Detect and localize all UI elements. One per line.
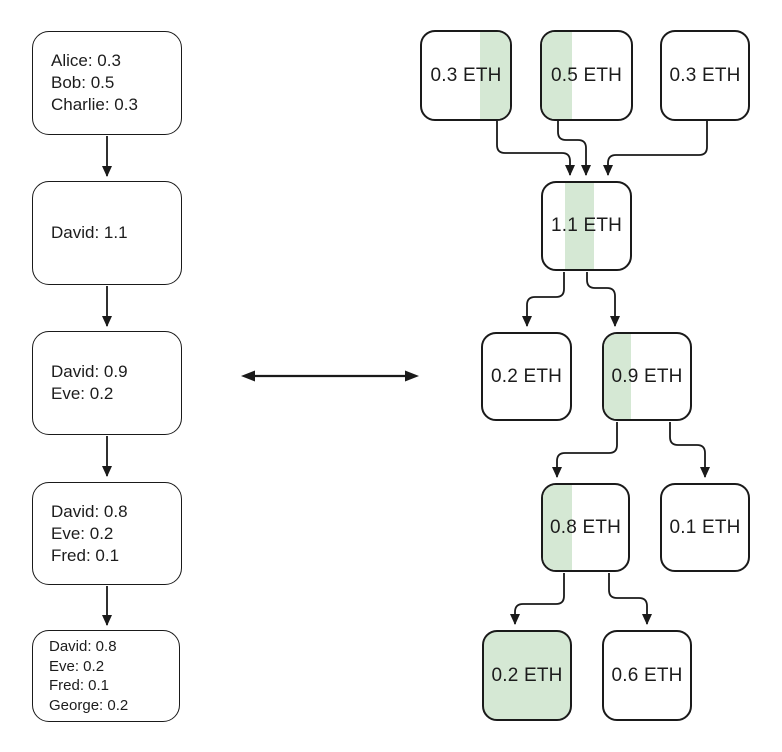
utxo-amount-label: 0.6 ETH bbox=[611, 664, 683, 686]
utxo-box-7: 0.1 ETH bbox=[660, 483, 750, 572]
utxo-box-1: 0.5 ETH bbox=[540, 30, 633, 121]
arrow-11-to-09 bbox=[586, 272, 620, 327]
utxo-amount-label: 0.2 ETH bbox=[491, 664, 563, 686]
arrow-09-to-08 bbox=[552, 422, 618, 478]
account-state-box-3: David: 0.8 Eve: 0.2 Fred: 0.1 bbox=[32, 482, 182, 585]
arrow-utxo03a-to-11 bbox=[496, 121, 575, 176]
equivalence-arrow-right-head bbox=[405, 370, 419, 382]
arrow-08-to-06 bbox=[608, 573, 652, 625]
utxo-box-3: 1.1 ETH bbox=[541, 181, 632, 271]
utxo-box-5: 0.9 ETH bbox=[602, 332, 692, 421]
account-state-box-1: David: 1.1 bbox=[32, 181, 182, 285]
green-highlight-stripe bbox=[542, 32, 572, 119]
utxo-amount-label: 0.5 ETH bbox=[550, 64, 623, 86]
equivalence-arrow-left-head bbox=[241, 370, 255, 382]
arrow-09-to-01 bbox=[669, 422, 710, 478]
green-highlight-stripe bbox=[565, 183, 594, 269]
utxo-amount-label: 0.3 ETH bbox=[430, 64, 502, 86]
green-highlight-stripe bbox=[480, 32, 510, 119]
account-state-text: David: 0.9 Eve: 0.2 bbox=[51, 362, 128, 403]
account-state-box-0: Alice: 0.3 Bob: 0.5 Charlie: 0.3 bbox=[32, 31, 182, 135]
utxo-box-8: 0.2 ETH bbox=[482, 630, 572, 721]
arrow-utxo03b-to-11 bbox=[603, 121, 708, 176]
utxo-box-0: 0.3 ETH bbox=[420, 30, 512, 121]
arrow-11-to-02 bbox=[522, 272, 565, 327]
utxo-amount-label: 0.1 ETH bbox=[669, 516, 741, 538]
green-highlight-stripe bbox=[543, 485, 572, 570]
utxo-amount-label: 0.8 ETH bbox=[549, 516, 622, 538]
utxo-amount-label: 0.3 ETH bbox=[669, 64, 741, 86]
utxo-amount-label: 0.2 ETH bbox=[490, 365, 563, 387]
arrow-08-to-02 bbox=[510, 573, 565, 625]
utxo-amount-label: 0.9 ETH bbox=[611, 365, 683, 387]
account-state-text: Alice: 0.3 Bob: 0.5 Charlie: 0.3 bbox=[51, 51, 138, 114]
arrow-utxo05-to-11 bbox=[557, 121, 591, 176]
account-state-box-4: David: 0.8 Eve: 0.2 Fred: 0.1 George: 0.… bbox=[32, 630, 180, 722]
green-highlight-stripe bbox=[604, 334, 631, 419]
utxo-box-6: 0.8 ETH bbox=[541, 483, 630, 572]
account-state-text: David: 0.8 Eve: 0.2 Fred: 0.1 George: 0.… bbox=[49, 638, 129, 714]
account-state-box-2: David: 0.9 Eve: 0.2 bbox=[32, 331, 182, 435]
utxo-amount-label: 1.1 ETH bbox=[550, 215, 623, 236]
utxo-box-4: 0.2 ETH bbox=[481, 332, 572, 421]
account-state-text: David: 1.1 bbox=[51, 223, 128, 242]
account-state-text: David: 0.8 Eve: 0.2 Fred: 0.1 bbox=[51, 501, 128, 565]
utxo-box-2: 0.3 ETH bbox=[660, 30, 750, 121]
utxo-box-9: 0.6 ETH bbox=[602, 630, 692, 721]
